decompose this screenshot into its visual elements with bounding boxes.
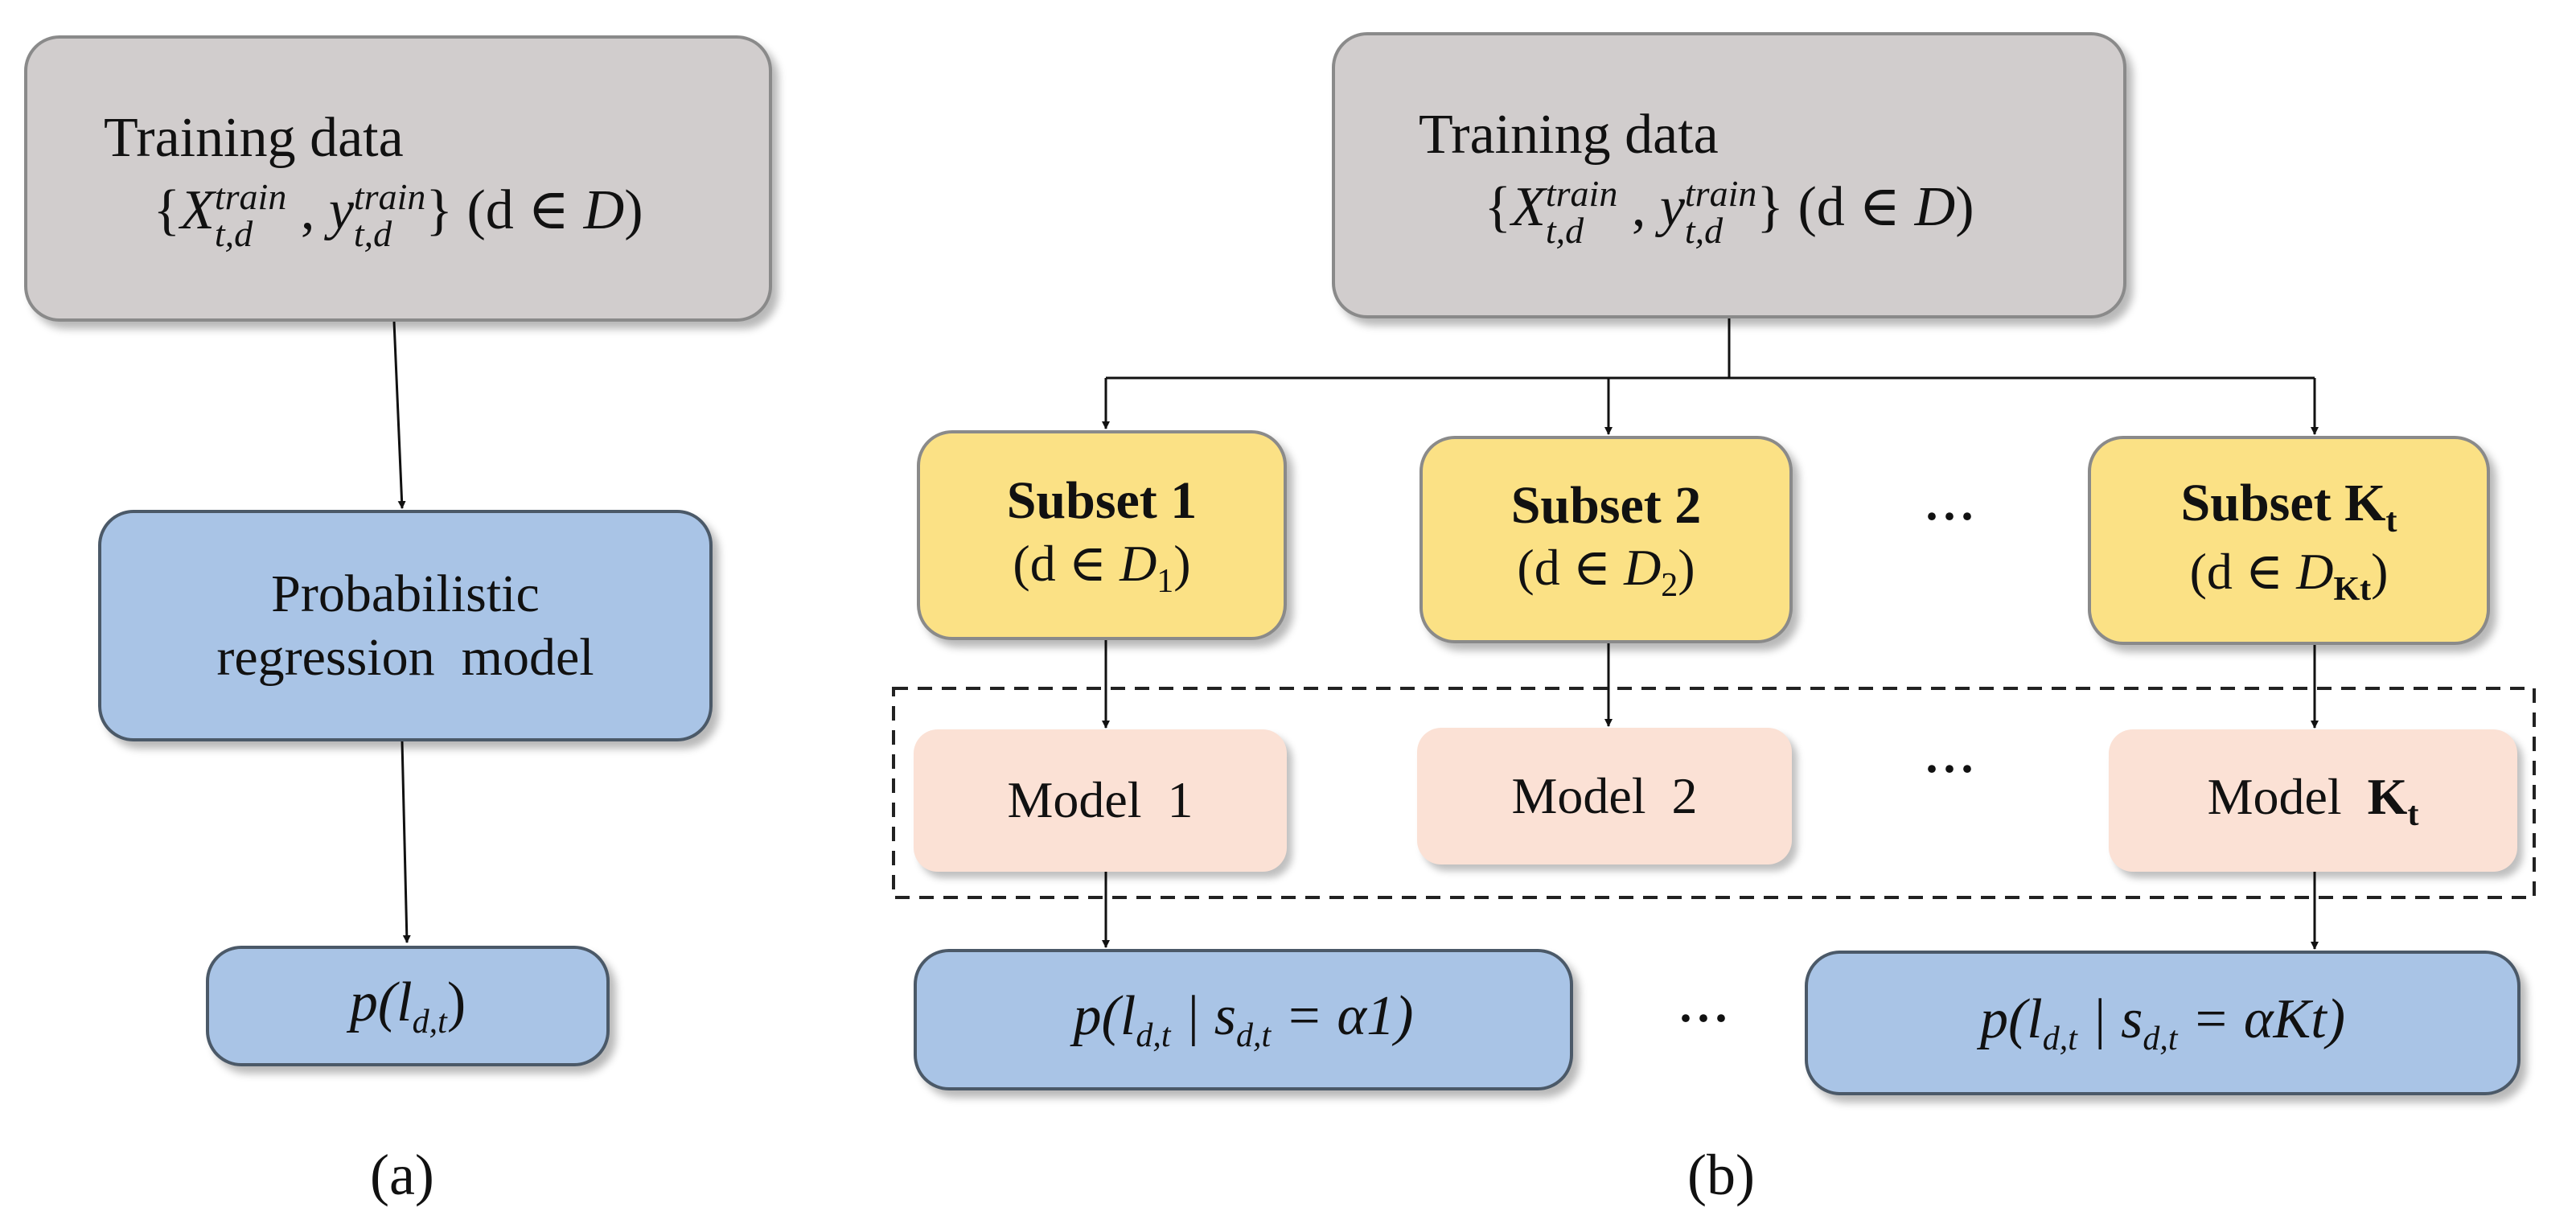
- model-kt-bold-sub: t: [2407, 795, 2419, 833]
- subset-1-var: D: [1120, 534, 1157, 592]
- output-1-p: p(l: [1073, 985, 1136, 1048]
- training-data-title-a: Training data: [104, 107, 404, 170]
- subset-2-sub: 2: [1661, 566, 1678, 604]
- subset-2-domain-text: (d ∈: [1517, 539, 1625, 596]
- output-p: p(l: [349, 971, 413, 1034]
- output-box-a: p(ld,t): [206, 946, 610, 1066]
- domain-var: D: [1914, 176, 1956, 239]
- domain-text: (d ∈: [1797, 176, 1915, 239]
- subset-kt-domain-text: (d ∈: [2189, 543, 2297, 601]
- subset-kt-sub: Kt: [2333, 570, 2372, 608]
- ellipsis-outputs: ···: [1678, 992, 1732, 1045]
- subset-2-box: Subset 2 (d ∈ D2): [1419, 436, 1793, 643]
- domain-close: ): [624, 179, 643, 242]
- x-sub: t,d: [214, 212, 253, 254]
- subset-1-sub: 1: [1157, 562, 1174, 600]
- caption-a: (a): [370, 1143, 434, 1207]
- subset-kt-title-sub: t: [2385, 502, 2397, 540]
- domain-text: (d ∈: [466, 179, 584, 242]
- subset-1-title: Subset 1: [1006, 471, 1198, 531]
- model-kt-box: Model Kt: [2109, 729, 2517, 872]
- brace-close: }: [425, 179, 453, 242]
- domain-close: ): [1955, 176, 1974, 239]
- subset-2-var: D: [1624, 539, 1662, 596]
- x-sub: t,d: [1545, 209, 1584, 251]
- output-kt-mid: | s: [2077, 988, 2143, 1051]
- output-1-formula: p(ld,t | sd,t = α1): [1074, 983, 1414, 1056]
- output-close: ): [446, 971, 466, 1034]
- subset-kt-title-text: Subset K: [2180, 473, 2386, 532]
- caption-b: (b): [1687, 1143, 1755, 1207]
- training-data-title-b: Training data: [1419, 104, 1719, 166]
- arrow-training-to-model: [392, 321, 406, 509]
- subset-2-close: ): [1678, 539, 1695, 596]
- subset-1-close: ): [1173, 534, 1191, 592]
- y-sub: t,d: [353, 212, 392, 254]
- output-formula-a: p(ld,t): [350, 969, 466, 1042]
- arrow-model-to-output: [401, 741, 411, 943]
- ellipsis-subsets: ···: [1924, 490, 1978, 543]
- x-sup: train: [214, 175, 287, 217]
- output-1-sub2: d,t: [1235, 1017, 1272, 1055]
- probabilistic-regression-box: Probabilistic regression model: [98, 510, 713, 741]
- y-sub: t,d: [1684, 209, 1723, 251]
- output-1-mid: | s: [1170, 985, 1236, 1048]
- output-kt-sub2: d,t: [2143, 1021, 2178, 1058]
- x-letter: X: [1511, 176, 1546, 239]
- output-kt-p: p(l: [1979, 988, 2043, 1051]
- subset-1-box: Subset 1 (d ∈ D1): [917, 430, 1287, 640]
- brace-close: }: [1756, 176, 1784, 239]
- model-2-box: Model 2: [1417, 728, 1792, 864]
- subset-kt-var: D: [2296, 543, 2334, 601]
- subset-1-domain: (d ∈ D1): [1013, 533, 1190, 602]
- output-kt-formula: p(ld,t | sd,t = αKt): [1980, 986, 2345, 1059]
- y-letter: y: [1659, 176, 1685, 239]
- subset-kt-close: ): [2371, 543, 2389, 601]
- output-1-sub1: d,t: [1136, 1017, 1171, 1055]
- y-sup: train: [1684, 172, 1757, 214]
- ellipsis-models: ···: [1924, 742, 1978, 795]
- model-1-box: Model 1: [914, 729, 1287, 872]
- output-box-1: p(ld,t | sd,t = α1): [914, 949, 1573, 1090]
- model-1-label: Model 1: [1007, 771, 1194, 829]
- comma: ,: [300, 179, 315, 242]
- subset-kt-title: Subset Kt: [2181, 471, 2397, 542]
- subset-1-domain-text: (d ∈: [1013, 534, 1120, 592]
- output-box-kt: p(ld,t | sd,t = αKt): [1805, 951, 2521, 1095]
- model-kt-label: Model Kt: [2208, 766, 2419, 835]
- output-kt-eq: = αKt): [2177, 988, 2346, 1051]
- brace-open: {: [1484, 176, 1512, 239]
- comma: ,: [1631, 176, 1646, 239]
- y-sup: train: [353, 175, 426, 217]
- subset-kt-box: Subset Kt (d ∈ DKt): [2088, 436, 2490, 645]
- model-kt-bold: K: [2367, 767, 2408, 825]
- subset-kt-domain: (d ∈ DKt): [2190, 541, 2389, 610]
- domain-var: D: [583, 179, 625, 242]
- model-group-dashed-frame: [892, 687, 2536, 899]
- x-letter: X: [180, 179, 215, 242]
- output-kt-sub1: d,t: [2042, 1021, 2077, 1058]
- model-line-1: Probabilistic: [271, 564, 540, 623]
- brace-open: {: [153, 179, 181, 242]
- model-line-2: regression model: [216, 628, 594, 687]
- model-2-label: Model 2: [1511, 766, 1698, 824]
- output-1-eq: = α1): [1271, 985, 1414, 1048]
- model-kt-label-text: Model: [2207, 767, 2368, 825]
- subset-2-domain: (d ∈ D2): [1517, 537, 1695, 606]
- subset-2-title: Subset 2: [1510, 475, 1702, 535]
- y-letter: y: [328, 179, 354, 242]
- x-sup: train: [1545, 172, 1618, 214]
- output-sub: d,t: [412, 1004, 447, 1041]
